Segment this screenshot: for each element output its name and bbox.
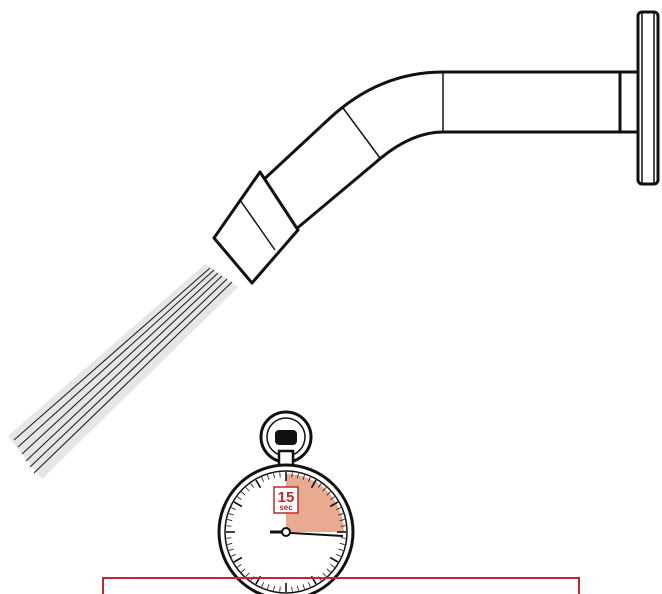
- dial-tick: [228, 548, 234, 551]
- dial-tick: [250, 483, 254, 488]
- dial-tick: [339, 519, 345, 521]
- dial-tick: [237, 564, 242, 568]
- dial-tick: [227, 519, 233, 521]
- dial-tick: [302, 474, 305, 480]
- spray-lines: [13, 267, 233, 474]
- dial-tick: [279, 472, 281, 478]
- dial-tick: [326, 568, 331, 573]
- dial-tick: [261, 582, 264, 587]
- dial-tick: [326, 491, 331, 496]
- dial-tick: [291, 472, 293, 478]
- dial-tick: [297, 473, 299, 479]
- arm-lower-edge: [294, 130, 620, 232]
- dial-tick: [267, 584, 270, 590]
- dial-tick: [261, 477, 264, 482]
- dial-tick: [336, 507, 341, 510]
- timer-unit: sec: [279, 503, 293, 512]
- dial-tick: [340, 537, 346, 539]
- timer-number: 15: [278, 489, 295, 506]
- dial-tick: [228, 513, 234, 516]
- caption-box: [102, 577, 580, 594]
- nozzle: [212, 170, 300, 285]
- dial-tick: [329, 556, 339, 563]
- elapsed-wedge: [286, 474, 344, 532]
- stopwatch-crown: [275, 430, 297, 445]
- spray-cone: [8, 264, 238, 479]
- stopwatch-icon: 15 sec: [217, 410, 355, 594]
- dial-tick: [329, 501, 339, 508]
- dial-tick: [231, 554, 236, 557]
- dial-tick: [241, 568, 246, 573]
- dial-tick: [338, 513, 344, 516]
- dial-tick: [233, 501, 243, 508]
- dial-tick: [336, 554, 341, 557]
- dial-tick: [226, 537, 232, 539]
- timer-badge: [273, 486, 299, 514]
- dial-tick: [245, 487, 250, 492]
- dial-tick: [297, 585, 299, 591]
- dial-tick: [255, 479, 262, 489]
- dial-tick: [318, 483, 322, 488]
- arm-upper-edge: [258, 70, 620, 185]
- dial-tick: [322, 572, 327, 577]
- dial-tick: [338, 548, 344, 551]
- wall-flange: [636, 10, 660, 186]
- dial-tick: [273, 473, 275, 479]
- dial-tick: [273, 585, 275, 591]
- dial-tick: [310, 479, 317, 489]
- dial-tick: [322, 487, 327, 492]
- dial-tick: [245, 572, 250, 577]
- dial-tick: [308, 477, 311, 482]
- dial-tick: [237, 496, 242, 500]
- dial-tick: [340, 525, 346, 527]
- dial-tick: [291, 586, 293, 592]
- dial-tick: [226, 525, 232, 527]
- dial-tick: [267, 474, 270, 480]
- dial-tick: [231, 507, 236, 510]
- water-spray: [8, 264, 238, 479]
- dial-tick: [339, 543, 345, 545]
- arm-collar: [618, 70, 640, 134]
- shower-head-icon: [212, 10, 660, 285]
- dial-tick: [227, 543, 233, 545]
- dial-tick: [330, 564, 335, 568]
- hand-pivot: [281, 527, 291, 537]
- dial-tick: [233, 556, 243, 563]
- dial-tick: [241, 491, 246, 496]
- dial-tick: [330, 496, 335, 500]
- dial-tick: [302, 584, 305, 590]
- dial-tick: [308, 582, 311, 587]
- dial-tick: [279, 586, 281, 592]
